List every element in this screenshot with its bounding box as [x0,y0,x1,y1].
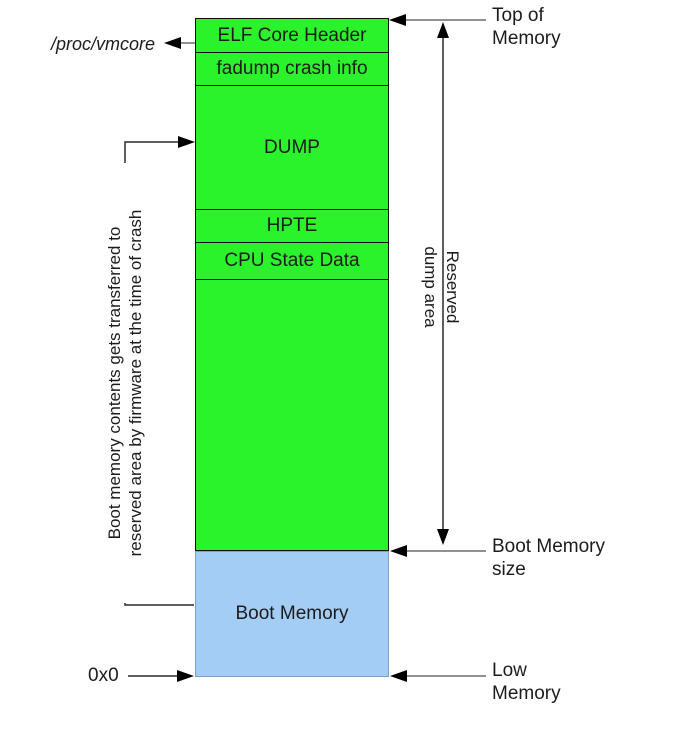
reserved-dump-region: ELF Core Header fadump crash info DUMP H… [195,18,389,551]
arrow-left-icon [390,545,407,557]
section-label: CPU State Data [224,250,360,271]
boot-memory-label: Boot Memory [235,603,349,624]
reserved-dump-area-line2: dump area [421,246,440,328]
low-memory-label: Low Memory [492,660,561,704]
section-label: HPTE [266,215,318,236]
section-elf-core-header: ELF Core Header [196,19,388,53]
section-reserved-unlabeled [196,280,388,550]
top-of-memory-label: Top of Memory [492,5,561,49]
reserved-dump-area-label: Reserved dump area [419,232,463,342]
section-cpu-state-data: CPU State Data [196,243,388,280]
section-label: ELF Core Header [217,24,367,46]
arrow-right-icon [177,670,194,682]
section-hpte: HPTE [196,210,388,243]
transfer-note-line1: Boot memory contents gets transferred to [105,226,124,540]
section-label: fadump crash info [216,58,368,79]
proc-vmcore-label: /proc/vmcore [50,34,155,54]
reserved-dump-area-line1: Reserved [443,250,462,324]
section-fadump-crash-info: fadump crash info [196,53,388,86]
boot-memory-size-label: Boot Memory size [492,536,605,580]
transfer-note: Boot memory contents gets transferred to… [104,163,146,603]
arrow-right-icon [178,136,195,148]
arrow-down-icon [437,529,449,545]
arrow-up-icon [437,22,449,38]
transfer-note-line2: reserved area by firmware at the time of… [126,209,145,557]
boot-memory-region: Boot Memory [195,551,389,677]
arrow-left-icon [164,37,181,49]
arrow-left-icon [389,14,406,26]
section-dump: DUMP [196,86,388,210]
zero-address-label: 0x0 [88,665,119,686]
arrow-left-icon [390,670,407,682]
section-label: DUMP [264,136,320,158]
